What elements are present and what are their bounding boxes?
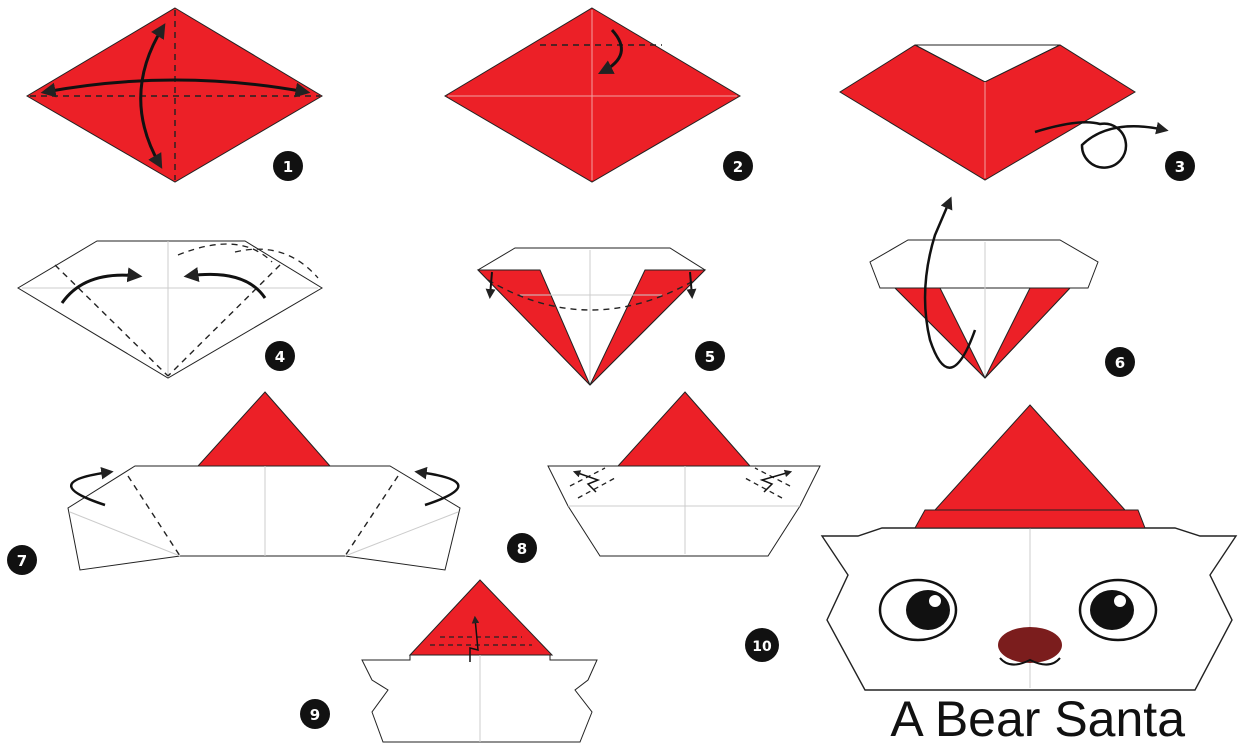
right-eye [1080, 580, 1156, 640]
paper-body [68, 466, 460, 570]
step-number: 10 [752, 639, 772, 655]
santa-hat-brim [915, 510, 1145, 528]
step-10-finished-model [822, 405, 1236, 690]
step-number: 6 [1115, 354, 1125, 372]
step-badge: 3 [1165, 151, 1195, 181]
step-number: 5 [705, 348, 715, 366]
step-number: 8 [517, 540, 527, 558]
left-eye [880, 580, 956, 640]
step-badge: 5 [695, 341, 725, 371]
step-number: 9 [310, 706, 320, 724]
step-badge: 1 [273, 151, 303, 181]
step-5-diagram [478, 248, 705, 385]
step-badge: 9 [300, 699, 330, 729]
step-badge: 10 [745, 628, 779, 662]
step-number: 4 [275, 348, 285, 366]
step-9-diagram [362, 580, 597, 742]
red-hat [410, 580, 552, 655]
step-badge: 2 [723, 151, 753, 181]
step-number: 2 [733, 158, 743, 176]
step-badge: 7 [7, 545, 37, 575]
step-3-diagram [840, 45, 1165, 180]
step-6-diagram [870, 200, 1098, 378]
red-hat [618, 392, 750, 466]
step-badge: 8 [507, 533, 537, 563]
red-hat [198, 392, 330, 466]
step-number: 7 [17, 552, 27, 570]
step-badge: 6 [1105, 347, 1135, 377]
step-7-diagram [68, 392, 460, 570]
step-2-diagram [445, 8, 740, 182]
diagram-title: A Bear Santa [890, 691, 1185, 747]
paper-shape [870, 240, 1098, 288]
paper-shape [478, 248, 705, 385]
step-8-diagram [548, 392, 820, 556]
step-number: 3 [1175, 158, 1185, 176]
step-badge: 4 [265, 341, 295, 371]
paper-body [548, 466, 820, 556]
bear-nose [998, 627, 1062, 663]
step-number: 1 [283, 158, 293, 176]
santa-hat [935, 405, 1125, 510]
